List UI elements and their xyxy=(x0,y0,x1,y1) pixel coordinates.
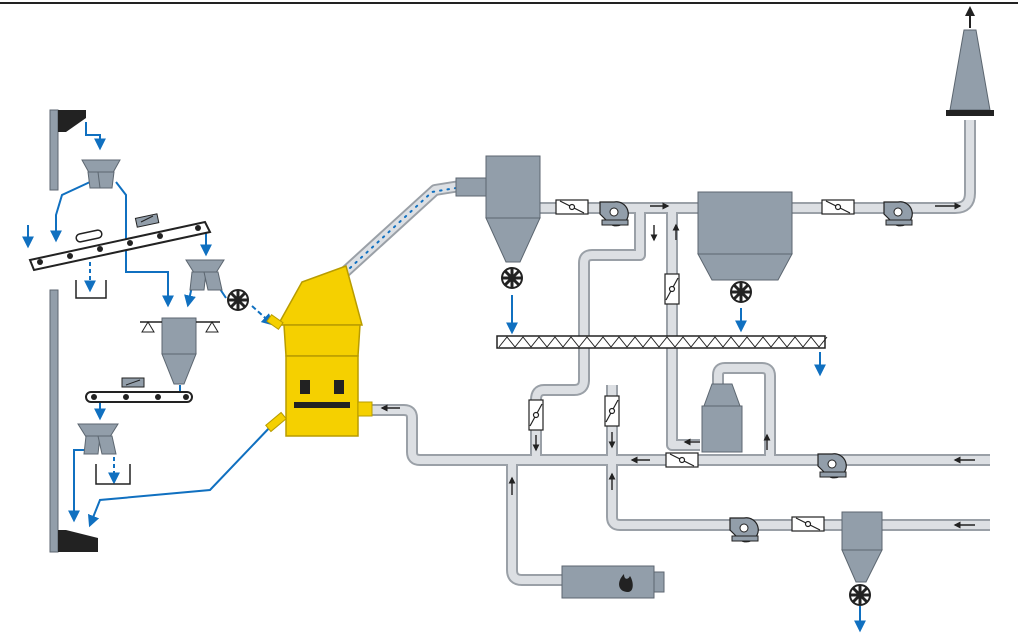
rotary-valve-icon xyxy=(227,289,249,311)
splitter-icon xyxy=(77,423,119,455)
belt-weigher-icon xyxy=(121,377,145,388)
damper-icon xyxy=(528,199,855,532)
gas-ducts xyxy=(340,120,990,586)
screw-conveyor-icon xyxy=(496,335,828,349)
belt-conveyor-icon xyxy=(28,220,212,272)
fan-icon xyxy=(729,517,759,543)
reject-box xyxy=(95,464,131,485)
cyclone-icon xyxy=(701,383,743,453)
weigh-hopper-icon xyxy=(140,317,220,385)
splitter-icon xyxy=(185,259,225,291)
fan-icon xyxy=(883,201,913,227)
rotary-valve-icon xyxy=(730,281,752,303)
raw-material-bin-lower-icon xyxy=(49,289,98,553)
belt-conveyor-icon xyxy=(85,391,193,403)
raw-material-bin-icon xyxy=(49,109,86,191)
fan-icon xyxy=(817,453,847,479)
hot-gas-generator-icon xyxy=(561,565,665,599)
cyclone-icon xyxy=(841,511,883,583)
vertical-roller-mill-icon xyxy=(265,265,373,437)
cyclone-icon xyxy=(455,155,541,263)
splitter-icon xyxy=(81,159,121,189)
flame-icon xyxy=(619,574,633,592)
stack-icon xyxy=(946,29,994,116)
rotary-valve-icon xyxy=(849,584,871,606)
fan-icon xyxy=(599,201,629,227)
reject-box xyxy=(75,280,107,299)
gas-flow-arrows xyxy=(380,202,975,529)
screw-flights xyxy=(498,336,828,348)
rotary-valve-icon xyxy=(501,267,523,289)
metal-separator-icon xyxy=(75,229,103,243)
bag-filter-icon xyxy=(697,191,793,281)
belt-weigher-icon xyxy=(134,213,160,228)
